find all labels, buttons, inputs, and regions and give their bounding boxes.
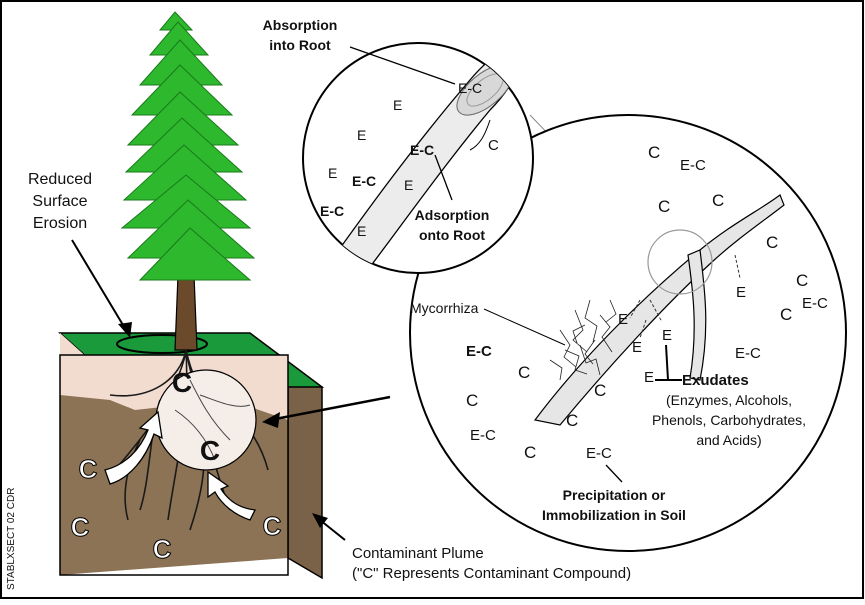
e-root-4: E (404, 177, 413, 193)
adsorption-label-2: onto Root (419, 227, 485, 243)
magnified-root-branch (687, 249, 707, 381)
detail-magnifier (647, 229, 713, 295)
e-root-1: E (393, 97, 402, 113)
tree (120, 11, 256, 351)
soil-contaminants: C C C C C C (70, 367, 282, 565)
mycorrhiza-hairs (549, 299, 617, 381)
exudates-title: Exudates (682, 372, 749, 389)
ec-root-4: E-C (320, 203, 344, 219)
soil-c-5: C (153, 534, 172, 564)
ec-sym-6: E-C (586, 445, 612, 462)
mycorrhiza-leader (483, 308, 566, 346)
small-magnified-circle: E-C E E E-C C E E-C E E-C E Absorption i… (263, 17, 534, 274)
absorption-label-1: Absorption (263, 17, 338, 33)
ec-root-2: E-C (410, 142, 434, 158)
erosion-arrow-line (71, 239, 127, 331)
uptake-arrow-right (207, 470, 256, 521)
soil-c-2: C (200, 435, 220, 466)
soil-c-6: C (263, 511, 282, 541)
absorption-label-2: into Root (269, 37, 331, 53)
mycorrhiza-label: Mycorrhiza (410, 300, 479, 316)
c-sym-8: C (594, 381, 606, 400)
plume-arrow-head (312, 513, 328, 528)
root-crack (469, 119, 491, 151)
absorption-leader (349, 46, 456, 85)
plume-label-1: Contaminant Plume (352, 545, 484, 562)
uptake-arrow-left (104, 410, 163, 485)
erosion-label-1: Reduced (28, 171, 92, 188)
exudate-arrows (629, 254, 741, 339)
big-circle-symbols: C E-C C C C C E-C C E E-C E E E E E-C C … (466, 143, 828, 462)
exudates-detail-3: and Acids) (696, 432, 761, 448)
adsorption-leader (434, 154, 453, 201)
c-sym-3: C (712, 191, 724, 210)
precipitation-leader (605, 464, 623, 483)
e-sym-4: E (632, 339, 642, 356)
erosion-ring (116, 334, 208, 354)
root-zone-roots (174, 379, 251, 461)
e-sym-1: E (736, 284, 746, 301)
plume-arrow-line (319, 519, 346, 541)
e-root-5: E (357, 223, 366, 239)
erosion-arrow-head (118, 322, 132, 338)
c-sym-10: C (566, 411, 578, 430)
precipitation-label-1: Precipitation or (563, 487, 666, 503)
c-sym-4: C (766, 233, 778, 252)
erosion-label-3: Erosion (33, 215, 87, 232)
e-sym-2: E (618, 311, 628, 328)
ec-sym-3: E-C (735, 345, 761, 362)
ec-sym-2: E-C (802, 295, 828, 312)
adsorption-label-1: Adsorption (415, 207, 490, 223)
soil-c-4: C (71, 512, 90, 542)
c-sym-11: C (524, 443, 536, 462)
e-root-3: E (328, 165, 337, 181)
plume-label-2: ("C" Represents Contaminant Compound) (352, 565, 631, 582)
ec-sym-5: E-C (470, 427, 496, 444)
soil-c-1: C (172, 367, 192, 398)
c-sym-2: C (658, 197, 670, 216)
e-sym-3: E (662, 327, 672, 344)
e-sym-5: E (644, 369, 654, 386)
precipitation-label-2: Immobilization in Soil (542, 507, 686, 523)
c-sym-6: C (780, 305, 792, 324)
c-root-1: C (488, 137, 499, 154)
soil-front-outline (59, 354, 289, 576)
c-sym-5: C (796, 271, 808, 290)
uptake-arrows (104, 410, 256, 521)
c-sym-1: C (648, 143, 660, 162)
ec-sym-1: E-C (680, 157, 706, 174)
small-circle-symbols: E-C E E E-C C E E-C E E-C E (320, 80, 499, 239)
big-magnified-circle: C E-C C C C C E-C C E E-C E E E E E-C C … (409, 114, 847, 552)
zoom-arrow-head (262, 412, 280, 428)
erosion-label-2: Surface (32, 193, 87, 210)
e-root-2: E (357, 127, 366, 143)
exudates-detail-2: Phenols, Carbohydrates, (652, 412, 806, 428)
c-sym-9: C (466, 391, 478, 410)
file-code-label: STABLXSECT 02 CDR (6, 488, 17, 590)
soil-side-face (287, 366, 323, 580)
tree-foliage (120, 11, 256, 281)
c-sym-7: C (518, 363, 530, 382)
ec-root-3: E-C (352, 173, 376, 189)
ec-sym-4: E-C (466, 343, 492, 360)
ec-root-1: E-C (458, 80, 482, 96)
zoom-arrow-line (269, 395, 391, 422)
exudates-detail-1: (Enzymes, Alcohols, (666, 392, 792, 408)
exudate-bracket (665, 344, 669, 381)
soil-c-3: C (79, 454, 98, 484)
magnified-root (533, 194, 785, 426)
